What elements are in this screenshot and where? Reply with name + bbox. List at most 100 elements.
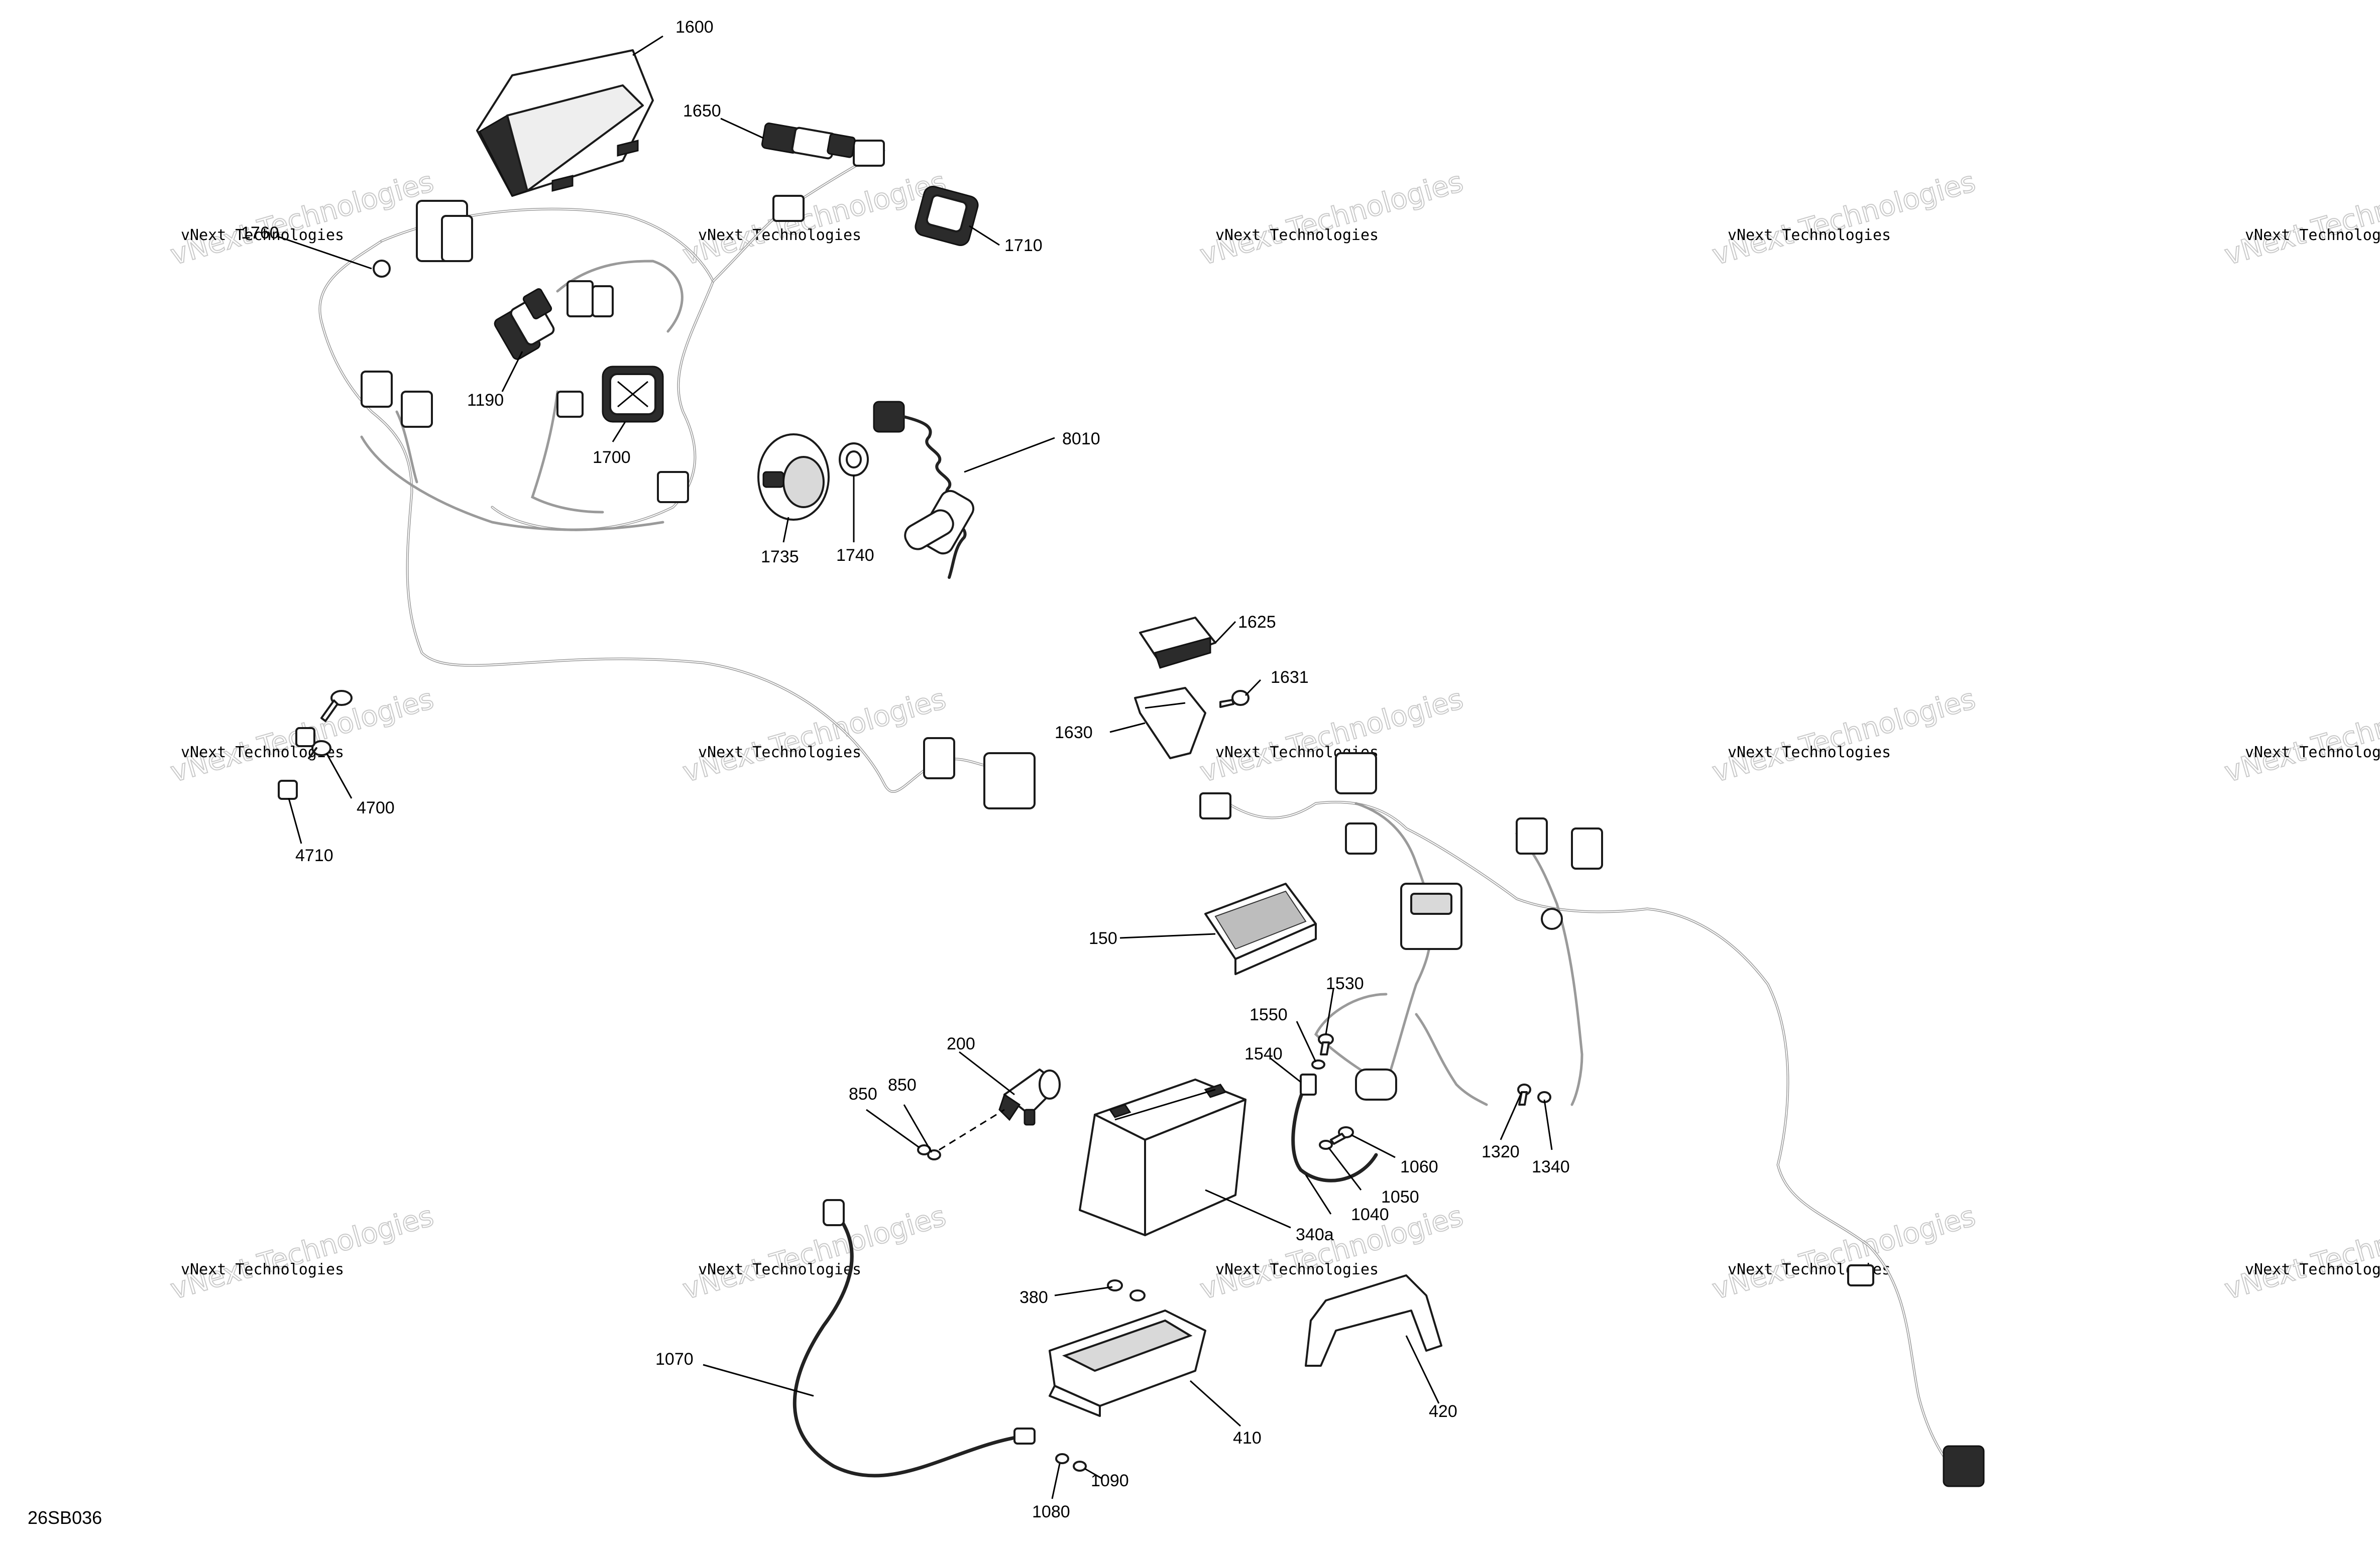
harness-connector — [1335, 752, 1377, 794]
callout-1340: 1340 — [1532, 1157, 1570, 1176]
harness-connector — [1571, 827, 1603, 870]
watermark-small: vNext Technologies — [181, 226, 344, 244]
harness-connector — [1199, 792, 1231, 819]
watermark-large: vNext Technologies — [2221, 1200, 2380, 1306]
callout-1080: 1080 — [1032, 1502, 1070, 1521]
harness-connector — [441, 215, 473, 262]
part-1080-nut — [1055, 1453, 1069, 1464]
part-1625-relay — [1139, 617, 1216, 669]
harness-connector — [983, 752, 1036, 809]
part-1630-bracket — [1134, 687, 1206, 759]
watermark-small: vNext Technologies — [698, 226, 861, 244]
callout-1320: 1320 — [1482, 1142, 1520, 1161]
watermark-large: vNext Technologies — [167, 165, 437, 272]
harness-connector — [1516, 817, 1548, 855]
part-1710-switch — [915, 186, 979, 246]
part-850-nut — [917, 1109, 1005, 1160]
harness-connector — [401, 391, 433, 428]
watermark-small: vNext Technologies — [2245, 1261, 2380, 1278]
part-1740-nut — [839, 442, 869, 477]
watermark-small: vNext Technologies — [698, 1261, 861, 1278]
rear-wiring-harness — [1199, 752, 1985, 1487]
callout-1090: 1090 — [1091, 1471, 1129, 1490]
callout-4700: 4700 — [357, 798, 395, 817]
part-4710-clip — [278, 727, 315, 800]
watermark-small: vNext Technologies — [698, 744, 861, 761]
harness-grommet — [1541, 908, 1563, 930]
watermark-large: vNext Technologies — [679, 682, 949, 789]
part-1550-washer — [1311, 1059, 1325, 1070]
harness-connector — [1355, 1069, 1397, 1101]
watermark-large: vNext Technologies — [1196, 1200, 1466, 1306]
callout-1540: 1540 — [1244, 1044, 1283, 1063]
harness-connector — [657, 471, 689, 503]
callout-1040: 1040 — [1351, 1205, 1389, 1224]
harness-connector — [361, 371, 393, 408]
callout-1550: 1550 — [1250, 1005, 1288, 1024]
harness-connector — [592, 285, 614, 317]
watermark-small: vNext Technologies — [2245, 226, 2380, 244]
callout-1740: 1740 — [836, 546, 874, 565]
part-8010-lanyard — [873, 401, 974, 579]
part-340a-battery — [1079, 1079, 1246, 1236]
callout-380: 380 — [1019, 1288, 1048, 1307]
diagram-id: 26SB036 — [28, 1507, 102, 1528]
watermark-large: vNext Technologies — [1709, 682, 1979, 789]
watermark-small: vNext Technologies — [181, 1261, 344, 1278]
watermark-large: vNext Technologies — [1709, 1200, 1979, 1306]
watermark-large: vNext Technologies — [167, 1200, 437, 1306]
part-1050-washer — [1319, 1140, 1333, 1150]
callout-1190: 1190 — [467, 391, 504, 410]
callout-1625: 1625 — [1238, 613, 1276, 632]
watermark-small: vNext Technologies — [1728, 226, 1891, 244]
watermark-large: vNext Technologies — [2221, 682, 2380, 789]
part-1530-screw — [1318, 1033, 1334, 1055]
watermark-large: vNext Technologies — [1196, 165, 1466, 272]
callout-1050: 1050 — [1381, 1188, 1419, 1207]
part-410-battery-tray — [1049, 1310, 1206, 1417]
callout-1060: 1060 — [1400, 1157, 1438, 1176]
part-1631-screw — [1219, 690, 1250, 708]
watermark-large: vNext Technologies — [1709, 165, 1979, 272]
callout-420: 420 — [1429, 1402, 1457, 1421]
callout-1530: 1530 — [1326, 974, 1364, 993]
part-1090-screw — [1073, 1461, 1087, 1472]
callout-1700: 1700 — [593, 448, 631, 467]
callout-1650: 1650 — [683, 101, 721, 121]
part-1735-key-switch — [757, 433, 830, 521]
watermark-small: vNext Technologies — [1215, 226, 1379, 244]
callout-1600: 1600 — [675, 18, 714, 37]
part-1190-connector — [494, 288, 555, 360]
harness-connector — [1847, 1264, 1874, 1286]
watermark-small: vNext Technologies — [1728, 744, 1891, 761]
callout-200: 200 — [947, 1034, 975, 1053]
part-1070-cable — [792, 1199, 1036, 1478]
leader-lines — [276, 35, 1553, 1499]
part-420-strap — [1305, 1274, 1442, 1367]
harness-connector — [923, 737, 955, 779]
callout-8010: 8010 — [1062, 429, 1100, 448]
callout-labels: 1600 1650 1710 1760 1190 1700 8010 1735 … — [241, 18, 1570, 1521]
harness-connector — [566, 280, 594, 317]
part-4700-screw — [308, 690, 353, 759]
harness-connector — [1345, 822, 1377, 855]
part-380-screw — [1107, 1279, 1146, 1301]
harness-connector — [556, 391, 584, 418]
harness-connector — [853, 140, 885, 167]
callout-1710: 1710 — [1004, 236, 1043, 255]
watermark-large: vNext Technologies — [679, 165, 949, 272]
part-1600-instrument-cluster — [476, 49, 654, 197]
callout-1631: 1631 — [1271, 668, 1309, 687]
watermark-large: vNext Technologies — [679, 1200, 949, 1306]
harness-grommet — [373, 260, 391, 278]
callout-1070: 1070 — [655, 1350, 694, 1369]
part-200-solenoid — [998, 1069, 1061, 1126]
watermark-small: vNext Technologies — [2245, 744, 2380, 761]
watermark-layer: vNext Technologies vNext Technologies vN… — [166, 165, 2380, 1307]
callout-1630: 1630 — [1055, 723, 1093, 742]
part-1540-cable — [1291, 1074, 1378, 1182]
watermark-small: vNext Technologies — [1215, 1261, 1379, 1278]
part-1700-switch — [602, 366, 664, 423]
callout-850: 850 — [888, 1076, 917, 1095]
callout-850: 850 — [849, 1085, 877, 1104]
